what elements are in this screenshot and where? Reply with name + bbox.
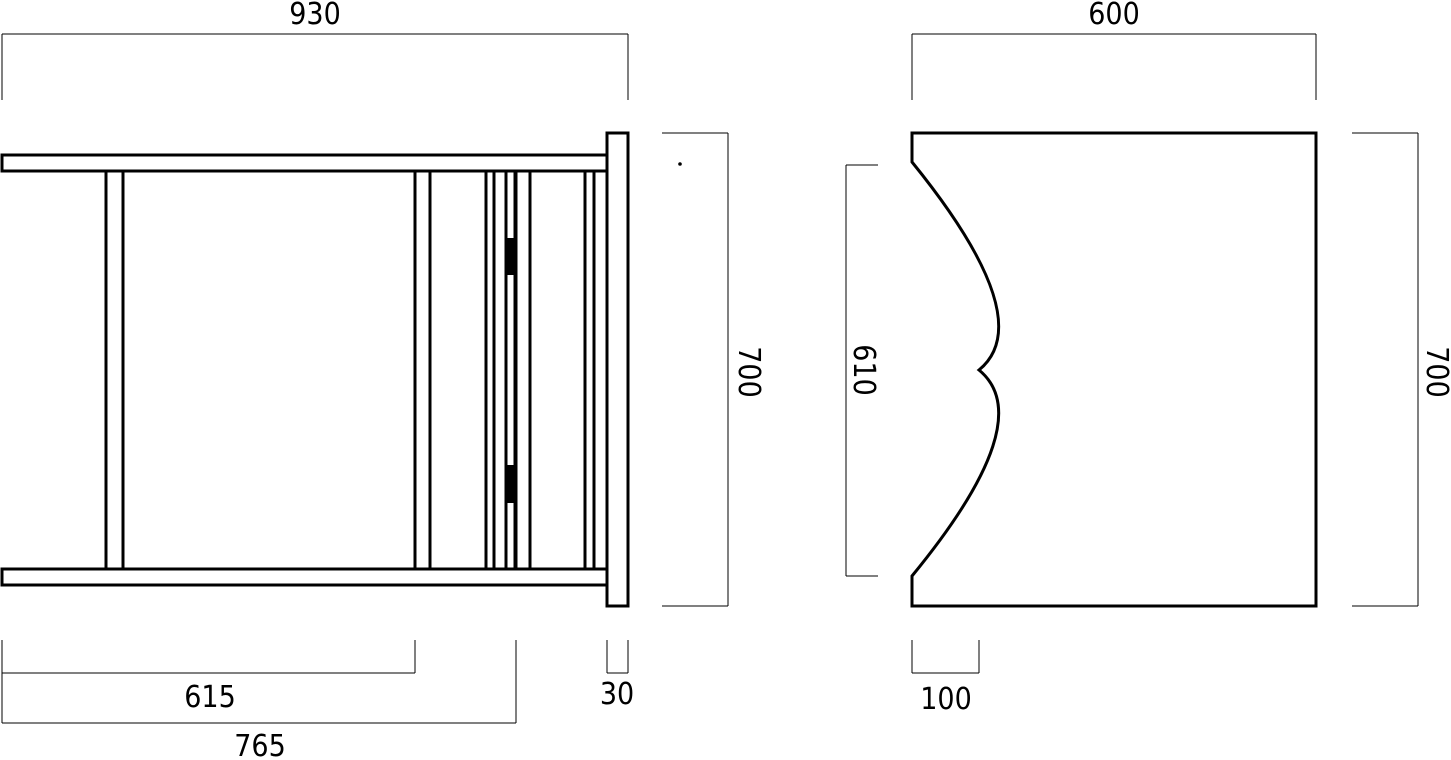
side-upright-middle (413, 169, 432, 571)
dim-rail-765-label: 765 (234, 729, 286, 760)
dim-rail-765: 765 (1, 640, 517, 760)
dim-overall-depth: 930 (1, 0, 629, 100)
dim-front-height: 700 (1352, 132, 1451, 607)
side-upright-slat-a (484, 169, 496, 571)
dim-overall-depth-label: 930 (289, 0, 341, 32)
side-view: 930 700 615 765 30 (0, 0, 766, 760)
dim-front-width-label: 600 (1088, 0, 1140, 32)
side-reference-dot (678, 162, 682, 166)
dim-front-width: 600 (911, 0, 1317, 100)
dim-rail-615: 615 (1, 640, 416, 715)
side-upright-slat-c (514, 169, 532, 571)
side-upright-left (104, 169, 125, 571)
dim-cutout-height: 610 (845, 164, 881, 577)
dim-side-height-label: 700 (731, 346, 766, 398)
front-panel (910, 131, 1318, 608)
dim-panel-thickness: 30 (600, 640, 634, 712)
side-hinge-upper (507, 238, 517, 275)
side-end-panel (605, 131, 630, 608)
dim-cutout-height-label: 610 (846, 344, 881, 396)
dim-panel-thickness-label: 30 (600, 677, 634, 712)
dim-cutout-depth-label: 100 (920, 682, 972, 717)
side-upright-slat-b (504, 169, 517, 571)
side-upright-right (583, 169, 596, 571)
side-bottom-rail (0, 567, 609, 587)
dim-rail-615-label: 615 (184, 680, 236, 715)
dim-side-height: 700 (662, 132, 766, 607)
side-top-rail (0, 153, 609, 173)
dim-cutout-depth: 100 (911, 640, 980, 717)
dim-front-height-label: 700 (1419, 346, 1451, 398)
side-hinge-lower (507, 465, 517, 503)
front-view: 600 610 700 100 (845, 0, 1451, 717)
